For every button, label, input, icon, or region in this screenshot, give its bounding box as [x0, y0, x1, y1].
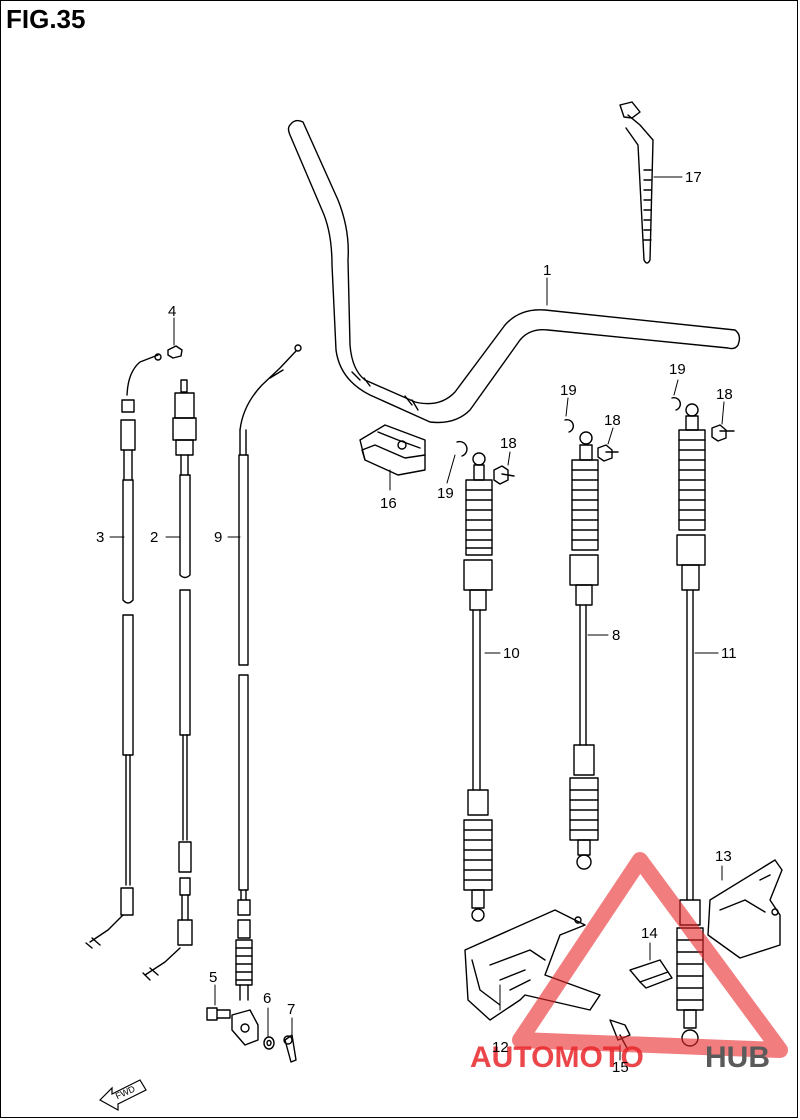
forward-arrow-icon: FWD — [99, 1079, 147, 1112]
bolt — [206, 1007, 231, 1021]
cable-bracket-13 — [707, 859, 783, 959]
figure-title: FIG.35 — [6, 4, 86, 34]
clip — [629, 959, 673, 989]
cable-9 — [235, 344, 302, 1001]
bolt-18-c — [711, 424, 735, 442]
cable-bracket — [231, 1009, 259, 1046]
bolt-18-b — [597, 444, 619, 462]
part-17-label: 17 — [685, 169, 702, 186]
nut — [167, 345, 183, 359]
circlip-19-c — [671, 396, 682, 411]
cable-3 — [85, 353, 162, 949]
part-1-label: 1 — [543, 262, 551, 279]
part-10-label: 10 — [503, 645, 520, 662]
part-19c-label: 19 — [669, 361, 686, 378]
watermark: AUTOMOTO HUB — [470, 852, 788, 1074]
washer — [263, 1036, 275, 1050]
part-8-label: 8 — [612, 627, 620, 644]
part-11-label: 11 — [721, 645, 737, 662]
cable-bracket-12 — [464, 909, 601, 1021]
watermark-text-left: AUTOMOTO — [470, 1041, 644, 1074]
leader-lines — [109, 176, 725, 1061]
part-16-label: 16 — [380, 495, 397, 512]
part-9-label: 9 — [214, 529, 222, 546]
circlip-19-a — [456, 440, 468, 457]
part-18a-label: 18 — [500, 435, 517, 452]
part-6-label: 6 — [263, 990, 271, 1007]
part-15-label: 15 — [612, 1059, 629, 1076]
cable-8 — [569, 431, 599, 870]
part-7-label: 7 — [287, 1001, 295, 1018]
bolt-18-a — [493, 465, 515, 485]
handlebar — [287, 119, 741, 424]
part-5-label: 5 — [209, 969, 217, 986]
watermark-text-right: HUB — [705, 1041, 770, 1074]
part-12-label: 12 — [492, 1039, 509, 1056]
part-2-label: 2 — [150, 529, 158, 546]
cable-2 — [142, 379, 197, 981]
part-18b-label: 18 — [604, 412, 621, 429]
circlip-19-b — [564, 418, 575, 433]
part-19a-label: 19 — [437, 485, 454, 502]
part-13-label: 13 — [715, 848, 732, 865]
part-14-label: 14 — [641, 925, 658, 942]
part-19b-label: 19 — [560, 382, 577, 399]
cotter-pin — [283, 1034, 297, 1063]
watermark-triangle — [512, 852, 788, 1058]
handlebar-clamp — [359, 424, 426, 476]
part-3-label: 3 — [96, 529, 104, 546]
part-18c-label: 18 — [716, 386, 733, 403]
cable-10 — [463, 452, 493, 922]
cable-tie — [619, 101, 654, 264]
part-4-label: 4 — [168, 303, 176, 320]
